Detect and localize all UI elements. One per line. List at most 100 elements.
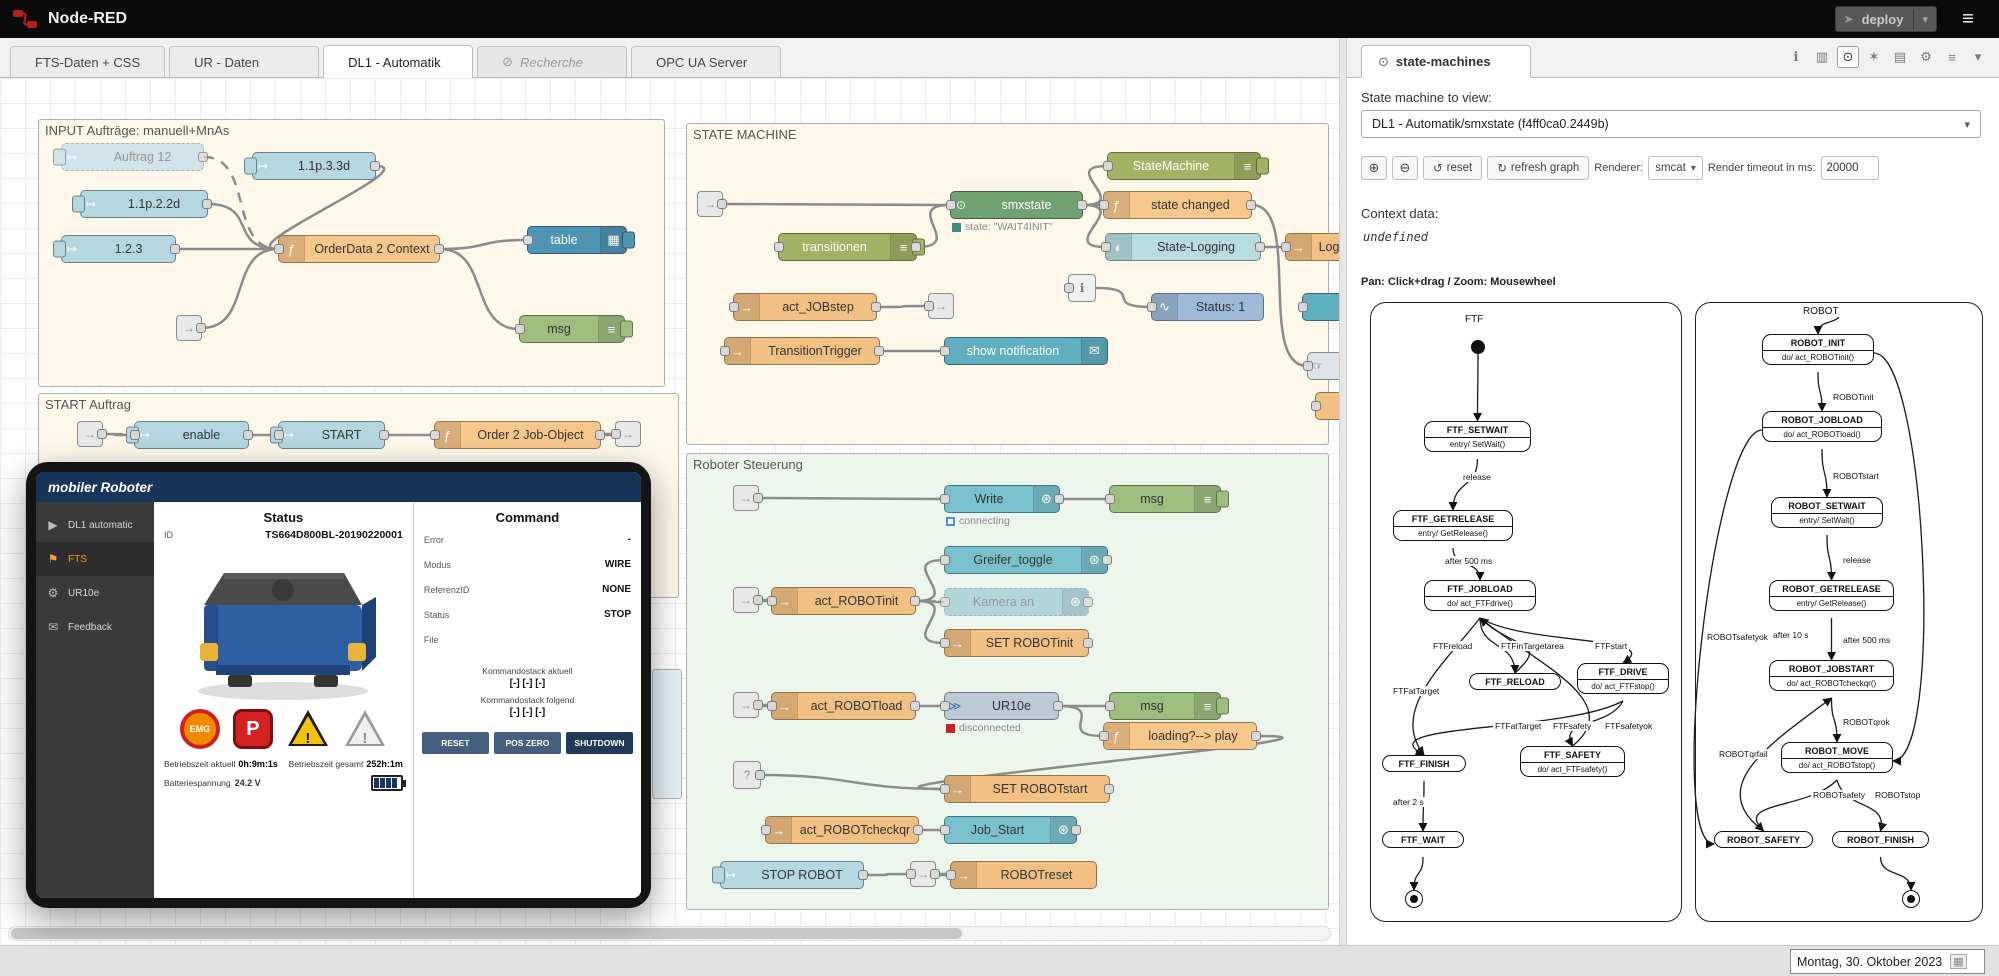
settings-gear-icon[interactable]: ⚙ bbox=[1915, 46, 1937, 68]
input-port[interactable] bbox=[761, 825, 771, 835]
state-ftf-getrelease[interactable]: FTF_GETRELEASEentry/ GetRelease() bbox=[1393, 510, 1513, 541]
zoom-out-button[interactable]: ⊖ bbox=[1392, 156, 1418, 180]
input-port[interactable] bbox=[523, 235, 533, 245]
node-st-linkout[interactable]: → bbox=[615, 421, 641, 447]
state-robot-jobstart[interactable]: ROBOT_JOBSTARTdo/ act_ROBOTcheckqr() bbox=[1769, 660, 1894, 691]
state-machine-tab-icon[interactable]: ⊙ bbox=[1837, 46, 1859, 68]
state-ftf-reload[interactable]: FTF_RELOAD bbox=[1469, 673, 1561, 690]
node-status-1[interactable]: ∿Status: 1 bbox=[1151, 293, 1264, 321]
input-port[interactable] bbox=[130, 430, 140, 440]
node-rb-linkin1[interactable]: → bbox=[733, 485, 759, 511]
node-linksmall[interactable]: → bbox=[176, 315, 202, 341]
node-rb-linkin4[interactable]: → bbox=[910, 861, 936, 887]
node-statemachine[interactable]: ≡StateMachine bbox=[1107, 152, 1261, 180]
node-act-robotload[interactable]: →act_ROBOTload bbox=[771, 692, 916, 720]
tab-recherche[interactable]: ⊘Recherche bbox=[477, 46, 627, 77]
node-rb-linkin2[interactable]: → bbox=[733, 587, 759, 613]
output-port[interactable] bbox=[1083, 638, 1093, 648]
input-port[interactable] bbox=[1099, 200, 1109, 210]
input-port[interactable] bbox=[274, 244, 284, 254]
output-port[interactable] bbox=[1104, 784, 1114, 794]
node-write[interactable]: ⊛Writeconnecting bbox=[944, 485, 1060, 513]
node-set-robotstart[interactable]: →SET ROBOTstart bbox=[944, 775, 1110, 803]
node-job-start[interactable]: ⊛Job_Start bbox=[944, 816, 1077, 844]
input-port[interactable] bbox=[940, 555, 950, 565]
output-port[interactable] bbox=[1102, 555, 1112, 565]
output-port[interactable] bbox=[243, 430, 253, 440]
inject-button[interactable] bbox=[53, 149, 66, 166]
output-port[interactable] bbox=[874, 346, 884, 356]
input-port[interactable] bbox=[946, 200, 956, 210]
debug-toggle-button[interactable] bbox=[1216, 491, 1229, 508]
help-book-icon[interactable]: ▤ bbox=[1889, 46, 1911, 68]
state-robot-move[interactable]: ROBOT_MOVEdo/ act_ROBOTstop() bbox=[1781, 742, 1893, 773]
input-port[interactable] bbox=[720, 346, 730, 356]
node-1-1p-3-3d[interactable]: ↦1.1p.3.3d bbox=[252, 152, 376, 180]
state-robot-jobload[interactable]: ROBOT_JOBLOADdo/ act_ROBOTload() bbox=[1762, 411, 1882, 442]
refresh-graph-button[interactable]: ↻ refresh graph bbox=[1487, 156, 1589, 180]
node-transitionen[interactable]: ≡transitionen bbox=[778, 233, 917, 261]
output-port[interactable] bbox=[1071, 825, 1081, 835]
state-robot-safety[interactable]: ROBOT_SAFETY bbox=[1714, 831, 1813, 848]
horizontal-scrollbar[interactable] bbox=[8, 926, 1331, 941]
output-port[interactable] bbox=[595, 430, 605, 440]
tab-fts-daten-css[interactable]: FTS-Daten + CSS bbox=[10, 46, 165, 77]
node-order-2-job-object[interactable]: ƒOrder 2 Job-Object bbox=[434, 421, 601, 449]
node-auftrag-12[interactable]: ↦Auftrag 12 bbox=[61, 143, 204, 171]
node-enable[interactable]: ↦enable bbox=[134, 421, 249, 449]
state-ftf-jobload[interactable]: FTF_JOBLOADdo/ act_FTFdrive() bbox=[1424, 580, 1536, 611]
node-sm-linkout[interactable]: → bbox=[928, 293, 954, 319]
node-start[interactable]: ↦START bbox=[278, 421, 385, 449]
input-port[interactable] bbox=[1099, 731, 1109, 741]
input-port[interactable] bbox=[1281, 242, 1291, 252]
output-port[interactable] bbox=[753, 700, 763, 710]
nav-item-dl1-automatic[interactable]: ▶DL1 automatic bbox=[36, 508, 154, 542]
tab-ur-daten[interactable]: UR - Daten bbox=[169, 46, 319, 77]
output-port[interactable] bbox=[370, 161, 380, 171]
input-port[interactable] bbox=[906, 869, 916, 879]
node-transitiontrigger[interactable]: →TransitionTrigger bbox=[724, 337, 880, 365]
node-msg[interactable]: ≡msg bbox=[1109, 485, 1221, 513]
renderer-select[interactable]: smcat ▾ bbox=[1648, 156, 1703, 180]
input-port[interactable] bbox=[767, 701, 777, 711]
input-port[interactable] bbox=[1147, 302, 1157, 312]
input-port[interactable] bbox=[946, 870, 956, 880]
state-ftf-finish[interactable]: FTF_FINISH bbox=[1382, 755, 1466, 772]
node-sm-linkin[interactable]: → bbox=[697, 191, 723, 217]
node-partial-s[interactable] bbox=[1302, 293, 1339, 321]
nav-item-ur10e[interactable]: ⚙UR10e bbox=[36, 576, 154, 610]
node-act-robotcheckqr[interactable]: →act_ROBOTcheckqr bbox=[765, 816, 919, 844]
input-port[interactable] bbox=[940, 784, 950, 794]
list-icon[interactable]: ≡ bbox=[1941, 46, 1963, 68]
node-greifer-toggle[interactable]: ⊛Greifer_toggle bbox=[944, 546, 1108, 574]
input-port[interactable] bbox=[515, 324, 525, 334]
node-act-jobstep[interactable]: →act_JOBstep bbox=[733, 293, 877, 321]
debug-toggle-button[interactable] bbox=[620, 321, 633, 338]
state-robot-init[interactable]: ROBOT_INITdo/ act_ROBOTinit() bbox=[1762, 334, 1874, 365]
timeout-input[interactable] bbox=[1821, 156, 1879, 180]
debug-toggle-button[interactable] bbox=[1256, 158, 1269, 175]
output-port[interactable] bbox=[202, 199, 212, 209]
input-port[interactable] bbox=[924, 301, 934, 311]
output-port[interactable] bbox=[97, 429, 107, 439]
node-msg[interactable]: ≡msg bbox=[1109, 692, 1221, 720]
output-port[interactable] bbox=[717, 199, 727, 209]
input-port[interactable] bbox=[1101, 242, 1111, 252]
input-port[interactable] bbox=[767, 596, 777, 606]
inject-button[interactable] bbox=[244, 158, 257, 175]
reset-button[interactable]: RESET bbox=[422, 732, 489, 754]
input-port[interactable] bbox=[1298, 302, 1308, 312]
input-port[interactable] bbox=[1105, 701, 1115, 711]
input-port[interactable] bbox=[940, 701, 950, 711]
state-robot-finish[interactable]: ROBOT_FINISH bbox=[1832, 831, 1929, 848]
input-port[interactable] bbox=[940, 638, 950, 648]
input-port[interactable] bbox=[940, 494, 950, 504]
output-port[interactable] bbox=[753, 493, 763, 503]
input-port[interactable] bbox=[940, 346, 950, 356]
input-port[interactable] bbox=[1105, 494, 1115, 504]
output-port[interactable] bbox=[379, 430, 389, 440]
output-port[interactable] bbox=[913, 825, 923, 835]
pos-zero-button[interactable]: POS ZERO bbox=[494, 732, 561, 754]
deploy-button[interactable]: ➤ deploy ▾ bbox=[1835, 6, 1938, 32]
node-partialhand[interactable]: ☞ bbox=[1307, 352, 1339, 380]
